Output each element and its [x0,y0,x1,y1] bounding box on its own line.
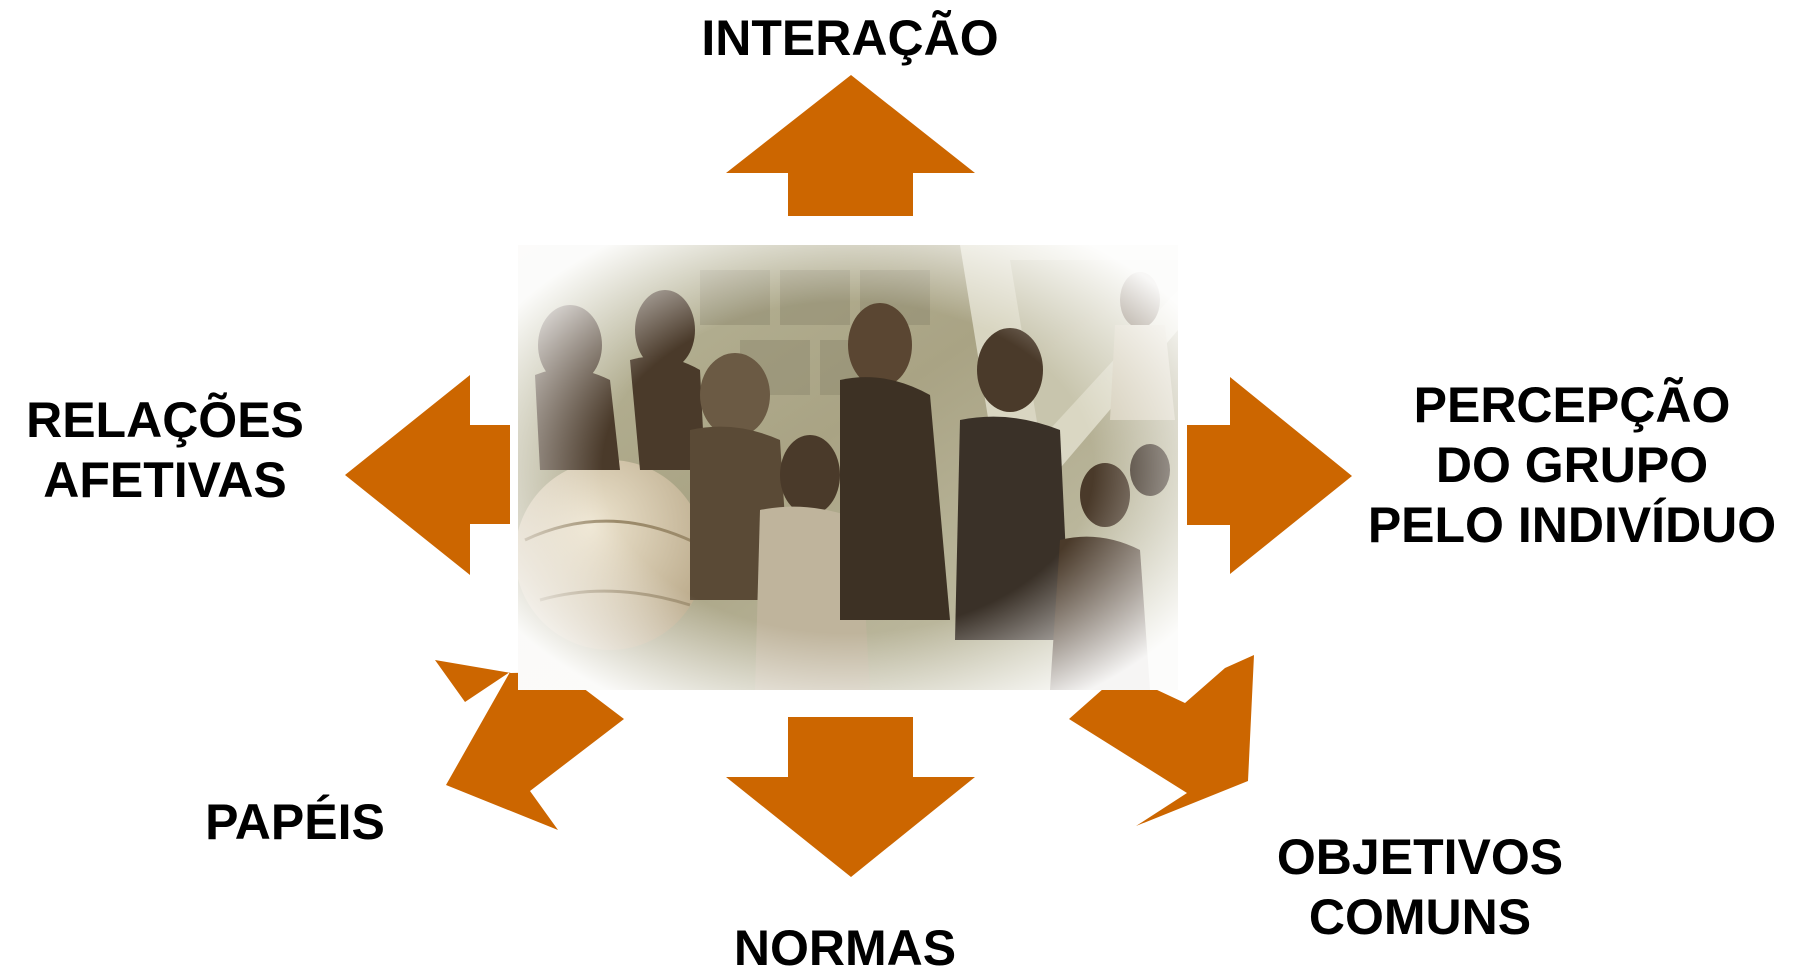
center-photo [518,245,1178,690]
arrow-right [1187,377,1352,574]
arrow-down-right [1069,655,1254,826]
label-papeis: PAPÉIS [205,794,385,850]
label-normas: NORMAS [733,920,957,976]
label-interacao: INTERAÇÃO [701,10,999,66]
label-relacoes-afetivas: RELAÇÕES AFETIVAS [26,392,304,508]
arrow-left [345,375,510,575]
label-percepcao-do-grupo: PERCEPÇÃO DO GRUPO PELO INDIVÍDUO [1367,377,1777,553]
arrow-down [726,717,975,877]
arrows [345,75,1352,877]
arrow-up [726,75,975,216]
label-objetivos-comuns: OBJETIVOS COMUNS [1276,829,1564,945]
arrow-down-left [435,660,624,830]
